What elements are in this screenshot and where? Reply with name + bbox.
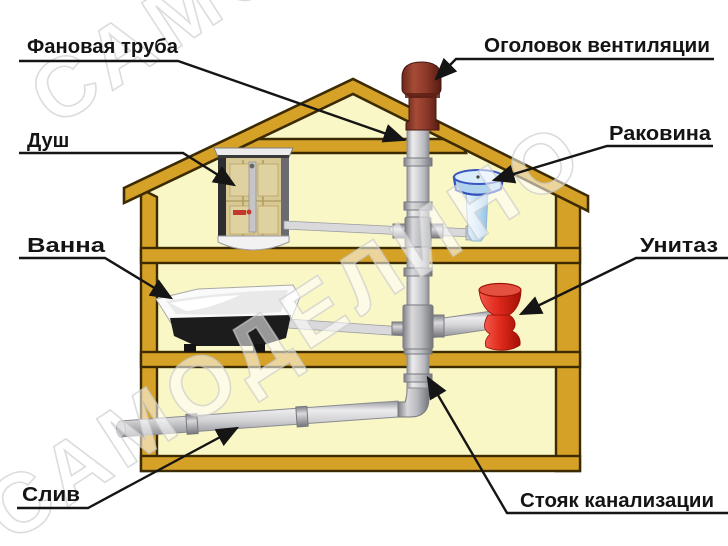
tee-fitting-body [402, 304, 434, 350]
label-toilet-text: Унитаз [640, 235, 718, 257]
attic-floor-beam [139, 246, 582, 265]
label-toilet: Унитаз [518, 235, 728, 316]
bath-foot [253, 344, 265, 352]
toilet [478, 282, 522, 351]
shower-right-frame [281, 156, 289, 240]
toilet-rim [478, 282, 522, 298]
shower-tile [257, 205, 279, 235]
sink-faucet-hole [476, 175, 480, 179]
label-toilet-leader [518, 256, 728, 316]
right-wall [554, 191, 582, 473]
label-vent-head: Оголовок вентиляции [434, 35, 714, 81]
shower-column [248, 161, 257, 233]
riser-joint-collar [403, 157, 433, 167]
shower-red-knob [246, 209, 252, 215]
roof [122, 77, 590, 214]
labels: Фановая труба Оголовок вентиляции Душ Ра… [17, 35, 728, 515]
bathtub [155, 284, 301, 352]
label-drain-text: Слив [22, 484, 80, 506]
vent-neck [405, 94, 440, 131]
label-sewer-riser: Стояк канализации [426, 375, 728, 515]
label-sewer-riser-text: Стояк канализации [520, 490, 714, 512]
bath-inner-highlight [170, 295, 240, 311]
drain-joint-collar [295, 405, 309, 428]
vent-dome [401, 61, 442, 98]
label-sink-text: Раковина [609, 123, 712, 145]
sink [452, 169, 505, 242]
bath-hull [170, 315, 291, 346]
ground-beam [139, 454, 582, 473]
label-sewer-riser-leader [426, 375, 728, 515]
bath-foot [184, 344, 196, 352]
label-shower-leader [19, 151, 237, 187]
shower-tile [257, 163, 279, 197]
label-fan-pipe-text: Фановая труба [27, 36, 179, 58]
label-sink-leader [491, 144, 713, 184]
sewer-pipes [116, 123, 493, 438]
label-sink: Раковина [491, 123, 713, 184]
riser-joint-collar [403, 201, 433, 211]
label-bath-leader [19, 256, 174, 300]
drain-pipe-end-cap [116, 420, 126, 438]
label-drain: Слив [17, 426, 240, 510]
cross-fitting-body [404, 216, 432, 248]
label-shower: Душ [19, 130, 237, 187]
vent-head [401, 61, 442, 131]
vent-collar [405, 93, 440, 98]
shower-head [249, 163, 255, 169]
label-drain-leader [17, 426, 240, 510]
shower-left-frame [218, 156, 226, 240]
label-fan-pipe-leader [19, 59, 407, 143]
label-shower-text: Душ [27, 130, 69, 152]
label-vent-head-leader [434, 57, 714, 81]
shower-canopy-edge [218, 155, 289, 158]
label-vent-head-text: Оголовок вентиляции [484, 35, 710, 57]
label-fan-pipe: Фановая труба [19, 36, 407, 143]
toilet-base [484, 314, 521, 351]
drain-joint-collar [185, 413, 199, 435]
shower-red-handle [233, 210, 246, 215]
shower-base-tray [217, 235, 290, 251]
label-bath: Ванна [19, 235, 174, 300]
label-bath-text: Ванна [27, 235, 106, 257]
riser-joint-collar [403, 267, 433, 277]
second-floor-beam [139, 350, 582, 369]
shower-cabin [213, 147, 294, 251]
elbow-fitting [397, 383, 430, 418]
riser-joint-collar [403, 373, 433, 383]
